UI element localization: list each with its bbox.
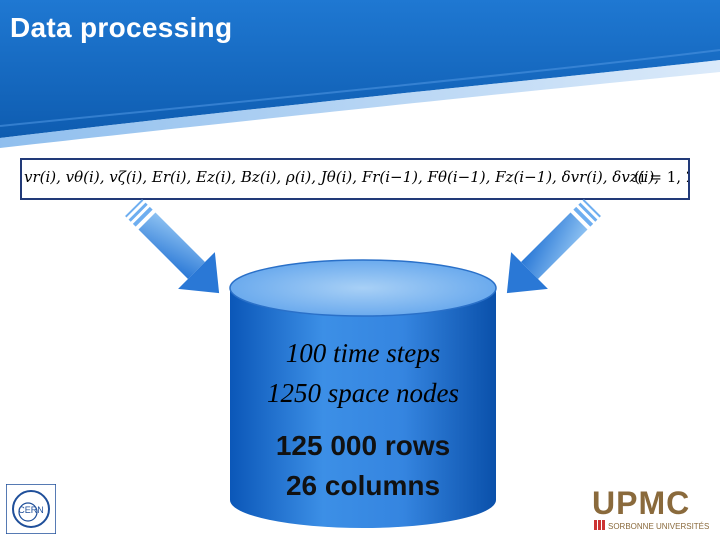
left-arrow-icon: [125, 199, 220, 294]
upmc-logo-text: UPMC: [592, 485, 690, 521]
cern-logo: CERN: [6, 484, 56, 534]
header-band: [0, 0, 720, 148]
space-nodes-label: 1250 space nodes: [267, 378, 459, 408]
columns-label: 26 columns: [285, 470, 441, 501]
formula-box: vr(i), vθ(i), vζ(i), Er(i), Ez(i), Bz(i)…: [20, 158, 690, 200]
formula-index-range: (i = 1, 2) .: [634, 168, 688, 186]
rows-label: 125 000 rows: [275, 430, 451, 461]
upmc-logo-subtext: SORBONNE UNIVERSITÉS: [608, 522, 709, 531]
slide-title: Data processing: [10, 12, 233, 43]
cern-logo-text: CERN: [18, 505, 44, 515]
formula-variables: vr(i), vθ(i), vζ(i), Er(i), Ez(i), Bz(i)…: [24, 168, 659, 186]
upmc-logo: UPMC SORBONNE UNIVERSITÉS: [592, 485, 709, 531]
database-cylinder: [229, 259, 497, 528]
right-arrow-icon: [506, 199, 601, 294]
time-steps-label: 100 time steps: [285, 338, 441, 368]
